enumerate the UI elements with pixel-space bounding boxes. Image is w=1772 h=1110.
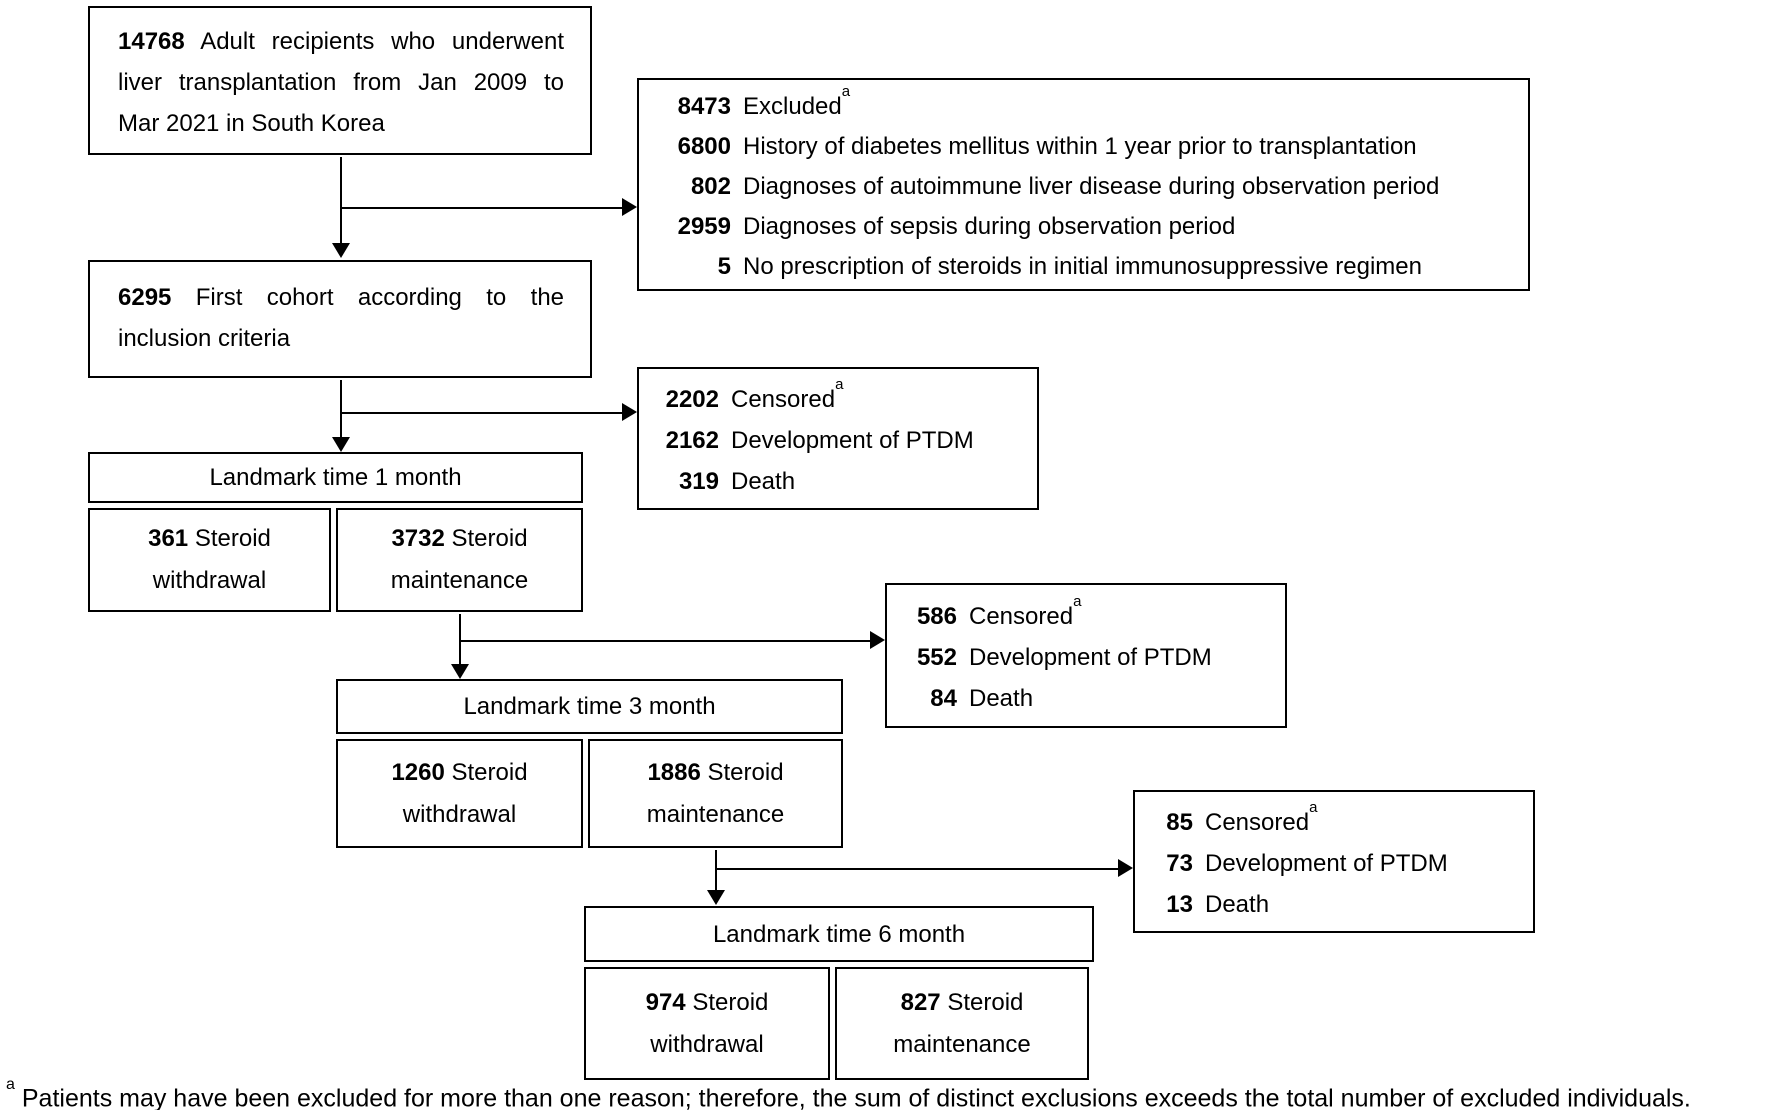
- arrowhead-down-icon: [707, 890, 725, 905]
- arrowhead-down-icon: [332, 243, 350, 258]
- cohort-line-2: inclusion criteria: [118, 325, 291, 352]
- maintenance-3m-count: 1886: [647, 758, 701, 786]
- steroid-withdrawal-3m-box: 1260 Steroid withdrawal: [336, 739, 583, 848]
- landmark-1m-title: Landmark time 1 month: [209, 464, 462, 491]
- steroid-maintenance-1m-box: 3732 Steroid maintenance: [336, 508, 583, 612]
- footnote: a Patients may have been excluded for mo…: [6, 1076, 1691, 1110]
- footnote-marker: a: [835, 376, 844, 393]
- arrow-branch-to-censored-3m: [460, 640, 870, 642]
- cohort-count: 6295: [118, 284, 172, 311]
- arrow-branch-to-censored-1m: [341, 412, 622, 414]
- arrowhead-down-icon: [332, 437, 350, 452]
- footnote-marker: a: [1073, 593, 1082, 610]
- arrowhead-right-icon: [622, 403, 637, 421]
- maintenance-1m-count: 3732: [391, 525, 445, 552]
- landmark-1m-box: Landmark time 1 month: [88, 452, 583, 503]
- withdrawal-1m-count: 361: [148, 525, 189, 552]
- landmark-3m-title: Landmark time 3 month: [463, 693, 716, 720]
- footnote-marker: a: [841, 83, 851, 100]
- initial-count: 14768: [118, 28, 185, 55]
- arrow-maintenance-3m-to-landmark-6m: [715, 850, 717, 890]
- steroid-maintenance-6m-box: 827 Steroid maintenance: [835, 967, 1089, 1080]
- arrowhead-down-icon: [451, 664, 469, 679]
- arrow-cohort-to-landmark-1m: [340, 380, 342, 437]
- initial-line-3: Mar 2021 in South Korea: [118, 110, 385, 137]
- first-cohort-box: 6295 First cohort according to the inclu…: [88, 260, 592, 378]
- footnote-marker: a: [6, 1076, 15, 1093]
- landmark-3m-box: Landmark time 3 month: [336, 679, 843, 734]
- steroid-withdrawal-6m-box: 974 Steroid withdrawal: [584, 967, 830, 1080]
- arrow-branch-to-censored-6m: [716, 868, 1118, 870]
- arrow-branch-to-excluded: [341, 207, 622, 209]
- footnote-marker: a: [1309, 799, 1318, 816]
- arrowhead-right-icon: [622, 198, 637, 216]
- steroid-maintenance-3m-box: 1886 Steroid maintenance: [588, 739, 843, 848]
- initial-line-2: liver transplantation from Jan 2009 to: [118, 69, 564, 96]
- arrow-maintenance-1m-to-landmark-3m: [459, 614, 461, 664]
- steroid-withdrawal-1m-box: 361 Steroid withdrawal: [88, 508, 331, 612]
- landmark-6m-box: Landmark time 6 month: [584, 906, 1094, 962]
- withdrawal-6m-count: 974: [645, 988, 686, 1016]
- arrow-initial-to-cohort: [340, 157, 342, 243]
- arrowhead-right-icon: [870, 631, 885, 649]
- cohort-line-1: 6295 First cohort according to the: [118, 284, 565, 311]
- arrowhead-right-icon: [1118, 859, 1133, 877]
- withdrawal-3m-count: 1260: [391, 758, 445, 786]
- initial-line-1: 14768 Adult recipients who underwent: [118, 28, 564, 55]
- initial-population-box: 14768 Adult recipients who underwent liv…: [88, 6, 592, 155]
- maintenance-6m-count: 827: [900, 988, 941, 1016]
- landmark-6m-title: Landmark time 6 month: [712, 920, 966, 948]
